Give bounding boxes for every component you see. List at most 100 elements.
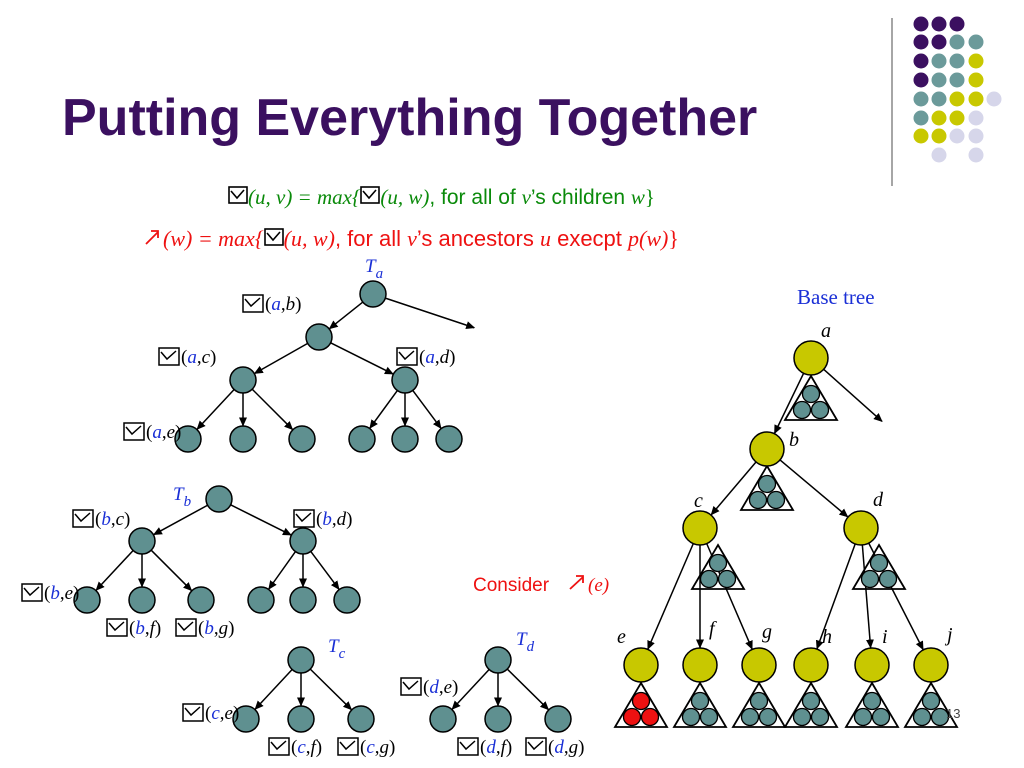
tree-tb-leaf-node [333, 586, 361, 614]
subtree-triangle [903, 681, 959, 728]
tree-edge [823, 368, 883, 423]
subtree-triangle [844, 681, 900, 728]
tree-edge [253, 342, 309, 375]
pair-label-be: (b,e) [21, 583, 79, 604]
subtree-node [810, 400, 830, 420]
tree-edge [95, 549, 134, 591]
formula1-poss: ’s children [530, 186, 631, 209]
unknown-symbol-icon [21, 583, 43, 602]
subtree-node [801, 384, 821, 404]
decorative-dot [968, 91, 984, 107]
formula2-lhs: (w) = max{ [163, 226, 264, 251]
subtree-node [717, 569, 737, 589]
arrow-symbol-icon [143, 226, 163, 251]
tree-td-leaf-node [544, 705, 572, 733]
formula-max-children: (u, v) = max{(u, w), for all of v’s chil… [228, 185, 655, 210]
decorative-dot [968, 34, 984, 50]
tree-ta-leaf-node [348, 425, 376, 453]
subtree-node [622, 707, 642, 727]
decorative-dot [949, 34, 965, 50]
unknown-symbol-icon [457, 737, 479, 756]
subtree-node [930, 707, 950, 727]
subtree-node [748, 490, 768, 510]
base-tree-node-b [749, 431, 785, 467]
pair-label-bg: (b,g) [175, 618, 234, 639]
decorative-dot [968, 110, 984, 126]
tree-edge [330, 342, 394, 375]
tree-edge [254, 668, 293, 710]
tree-edge [779, 459, 849, 518]
tree-label-td: Td [516, 629, 535, 655]
svg-text:(b,e): (b,e) [44, 583, 79, 604]
subtree-triangle [783, 374, 839, 421]
svg-text:(b,f): (b,f) [129, 618, 161, 639]
subtree-triangle [731, 681, 787, 728]
svg-text:(a,b): (a,b) [265, 294, 301, 315]
subtree-triangle [613, 681, 669, 728]
decorative-dot [913, 34, 929, 50]
tree-ta-root-node [359, 280, 387, 308]
decorative-dot [931, 34, 947, 50]
formula2-pw: p(w) [628, 226, 669, 251]
tree-label-tb: Tb [173, 484, 192, 510]
decorative-dot [913, 128, 929, 144]
base-tree-node-e [623, 647, 659, 683]
subtree-node [699, 707, 719, 727]
unknown-symbol-icon [228, 185, 248, 209]
decorative-dot [949, 91, 965, 107]
unknown-symbol-icon [268, 737, 290, 756]
base-tree-node-h [793, 647, 829, 683]
decorative-dot [931, 16, 947, 32]
svg-text:(c,e): (c,e) [205, 703, 239, 724]
decorative-dot [968, 72, 984, 88]
base-tree-letter-f: f [709, 618, 717, 640]
subtree-node [912, 707, 932, 727]
svg-text:(b,g): (b,g) [198, 618, 234, 639]
unknown-symbol-icon [72, 509, 94, 528]
pair-label-ad: (a,d) [396, 347, 455, 368]
tree-tb-leaf-node [289, 586, 317, 614]
pair-label-bd: (b,d) [293, 509, 352, 530]
tree-label-tc: Tc [328, 636, 346, 662]
pair-label-cg: (c,g) [337, 737, 395, 758]
base-tree-letter-i: i [882, 626, 888, 648]
unknown-symbol-icon [293, 509, 315, 528]
base-tree-node-g [741, 647, 777, 683]
tree-edge [815, 543, 856, 650]
base-tree-letter-h: h [822, 626, 832, 648]
decorative-dot [968, 147, 984, 163]
decorative-dot [913, 91, 929, 107]
tree-edge [773, 372, 805, 435]
subtree-triangle [739, 464, 795, 511]
tree-edge [385, 297, 476, 329]
tree-edge [328, 301, 364, 330]
subtree-node [690, 691, 710, 711]
subtree-triangle [690, 543, 746, 590]
tree-tb-leaf-node [247, 586, 275, 614]
formula2-mid: (u, w) [283, 226, 335, 251]
tree-ta-leaf-node [229, 425, 257, 453]
formula2-text: , for all [334, 226, 408, 251]
subtree-node [860, 569, 880, 589]
formula1-v: v [521, 185, 531, 209]
subtree-triangle [851, 543, 907, 590]
formula2-v: v [407, 226, 417, 251]
subtree-node [869, 553, 889, 573]
tree-ta-leaf-node [288, 425, 316, 453]
formula2-poss: ’s ancestors [416, 226, 540, 251]
decorative-dot [986, 91, 1002, 107]
decorative-dot [931, 110, 947, 126]
unknown-symbol-icon [337, 737, 359, 756]
formula1-text: , for all of [429, 186, 522, 209]
subtree-node [699, 569, 719, 589]
subtree-node [792, 707, 812, 727]
decorative-dot [949, 72, 965, 88]
formula1-mid: (u, w) [380, 185, 430, 209]
tree-tb-c-node [128, 527, 156, 555]
svg-text:(b,c): (b,c) [95, 509, 130, 530]
decorative-dot [913, 110, 929, 126]
subtree-node [810, 707, 830, 727]
tree-tc-root-node [287, 646, 315, 674]
decorative-dot [949, 53, 965, 69]
subtree-node [640, 707, 660, 727]
